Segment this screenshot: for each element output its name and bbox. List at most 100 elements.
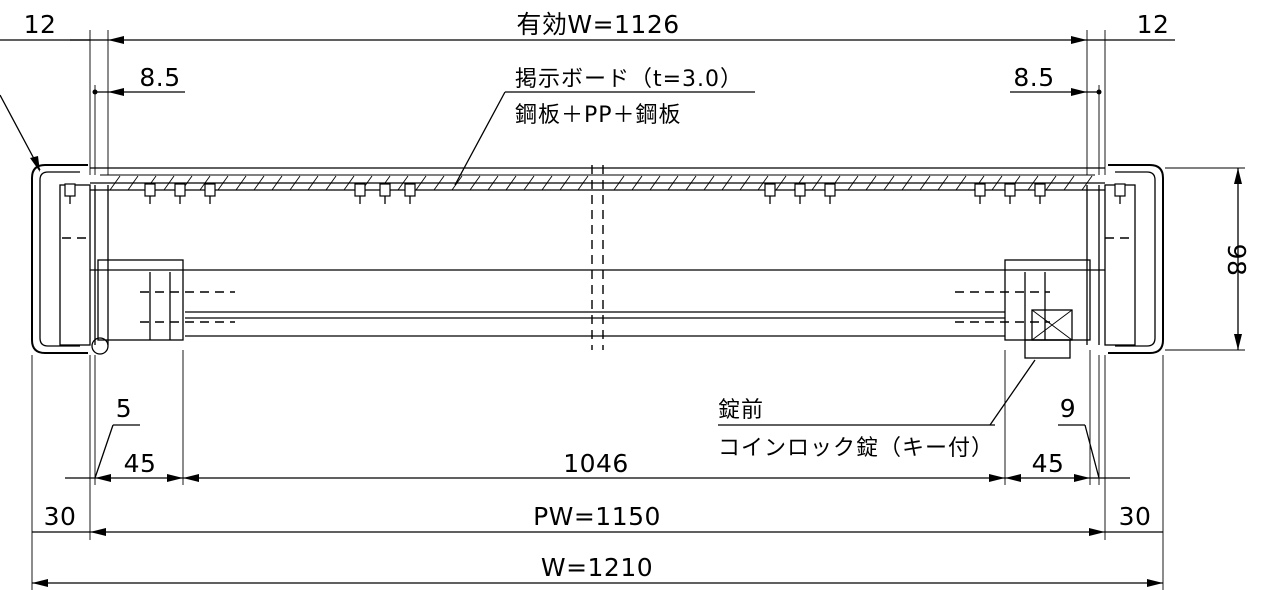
right-offset-label: 8.5 bbox=[1013, 63, 1054, 92]
arrowhead bbox=[108, 36, 124, 44]
left-post bbox=[59, 184, 91, 346]
bolt bbox=[794, 183, 806, 197]
hatch-line bbox=[325, 175, 337, 191]
right-margin-label: 12 bbox=[1137, 10, 1170, 39]
bolts bbox=[64, 183, 1126, 204]
hatch-line bbox=[955, 175, 967, 191]
left-frame-label: 30 bbox=[44, 502, 77, 531]
hatch-line bbox=[523, 175, 535, 191]
hatch-line bbox=[289, 175, 301, 191]
bolt bbox=[764, 183, 776, 197]
hatch-line bbox=[343, 175, 355, 191]
right-outer-frame bbox=[1108, 164, 1164, 354]
hatch-line bbox=[217, 175, 229, 191]
inner-width-label: 1046 bbox=[563, 449, 629, 478]
hatch-line bbox=[865, 175, 877, 191]
panel-width-label: PW=1150 bbox=[533, 502, 661, 531]
hatch-line bbox=[721, 175, 733, 191]
right-inset-label: 45 bbox=[1032, 449, 1065, 478]
effective-width-label: 有効W=1126 bbox=[516, 10, 679, 39]
hatch-line bbox=[739, 175, 751, 191]
hatch-line bbox=[883, 175, 895, 191]
hatch-line bbox=[541, 175, 553, 191]
board-note: 掲示ボード（t=3.0） 鋼板＋PP＋鋼板 bbox=[454, 67, 755, 186]
lock-spec-label: コインロック錠（キー付） bbox=[718, 436, 994, 461]
lock-note: 錠前 コインロック錠（キー付） bbox=[718, 359, 1036, 461]
bolt bbox=[379, 183, 391, 197]
bolt bbox=[144, 183, 156, 197]
lock-title-label: 錠前 bbox=[718, 398, 764, 423]
top-dimensions: 12 有効W=1126 12 8.5 8.5 bbox=[0, 10, 1175, 175]
hatch-line bbox=[487, 175, 499, 191]
lock-cylinder bbox=[1031, 309, 1073, 341]
hatch-line bbox=[703, 175, 715, 191]
hatch-line bbox=[451, 175, 463, 191]
hatch-line bbox=[1045, 175, 1057, 191]
hinge-circle bbox=[91, 337, 109, 355]
board-title-label: 掲示ボード（t=3.0） bbox=[515, 67, 743, 92]
bolt bbox=[974, 183, 986, 197]
left-outer-frame bbox=[31, 164, 88, 354]
hatch-line bbox=[163, 175, 175, 191]
bolt bbox=[404, 183, 416, 197]
hatch-line bbox=[415, 175, 427, 191]
bolt bbox=[64, 183, 76, 197]
hatch-line bbox=[1063, 175, 1075, 191]
hatch-line bbox=[577, 175, 589, 191]
lock-leader-line bbox=[989, 359, 1036, 426]
right-post bbox=[1104, 184, 1136, 346]
hatch-line bbox=[199, 175, 211, 191]
height-label: 98 bbox=[1222, 244, 1251, 277]
hatch-line bbox=[847, 175, 859, 191]
bolt bbox=[824, 183, 836, 197]
right-gap-label: 9 bbox=[1060, 394, 1076, 423]
hatch-line bbox=[559, 175, 571, 191]
hatch-line bbox=[127, 175, 139, 191]
hatch-line bbox=[271, 175, 283, 191]
hatch-line bbox=[253, 175, 265, 191]
hatch-line bbox=[631, 175, 643, 191]
hatch-line bbox=[775, 175, 787, 191]
board-leader-line bbox=[454, 91, 506, 186]
bolt bbox=[1114, 183, 1126, 197]
hatch-line bbox=[991, 175, 1003, 191]
hatch-line bbox=[667, 175, 679, 191]
bolt bbox=[1004, 183, 1016, 197]
bolt bbox=[354, 183, 366, 197]
hatch-line bbox=[397, 175, 409, 191]
hatch-line bbox=[649, 175, 661, 191]
hatch-line bbox=[235, 175, 247, 191]
left-bracket bbox=[97, 259, 184, 341]
bolt bbox=[1034, 183, 1046, 197]
bolt bbox=[174, 183, 186, 197]
hatch-line bbox=[1027, 175, 1039, 191]
hatch-line bbox=[757, 175, 769, 191]
arrowhead bbox=[1071, 36, 1087, 44]
hatch-line bbox=[1081, 175, 1093, 191]
left-offset-label: 8.5 bbox=[139, 63, 180, 92]
hatch-line bbox=[613, 175, 625, 191]
overall-width-label: W=1210 bbox=[541, 553, 653, 582]
hatch-line bbox=[505, 175, 517, 191]
hatch-line bbox=[109, 175, 121, 191]
cabinet-cross-section bbox=[31, 164, 1164, 359]
bottom-dimensions: 5 9 45 1046 45 30 PW=1150 30 W=1210 bbox=[31, 350, 1164, 590]
hatch-line bbox=[901, 175, 913, 191]
hatch-line bbox=[433, 175, 445, 191]
hatch-line bbox=[919, 175, 931, 191]
left-inset-label: 45 bbox=[124, 449, 157, 478]
bolt bbox=[204, 183, 216, 197]
left-gap-label: 5 bbox=[116, 394, 132, 423]
right-frame-label: 30 bbox=[1119, 502, 1152, 531]
left-margin-label: 12 bbox=[24, 10, 57, 39]
height-dimension: 98 bbox=[1165, 167, 1251, 351]
hatch-line bbox=[469, 175, 481, 191]
hatch-line bbox=[685, 175, 697, 191]
hatch-line bbox=[307, 175, 319, 191]
hatch-line bbox=[937, 175, 949, 191]
board-hatching bbox=[109, 175, 1093, 191]
lock-body bbox=[1024, 339, 1071, 359]
board-material-label: 鋼板＋PP＋鋼板 bbox=[515, 103, 682, 128]
hatch-line bbox=[811, 175, 823, 191]
